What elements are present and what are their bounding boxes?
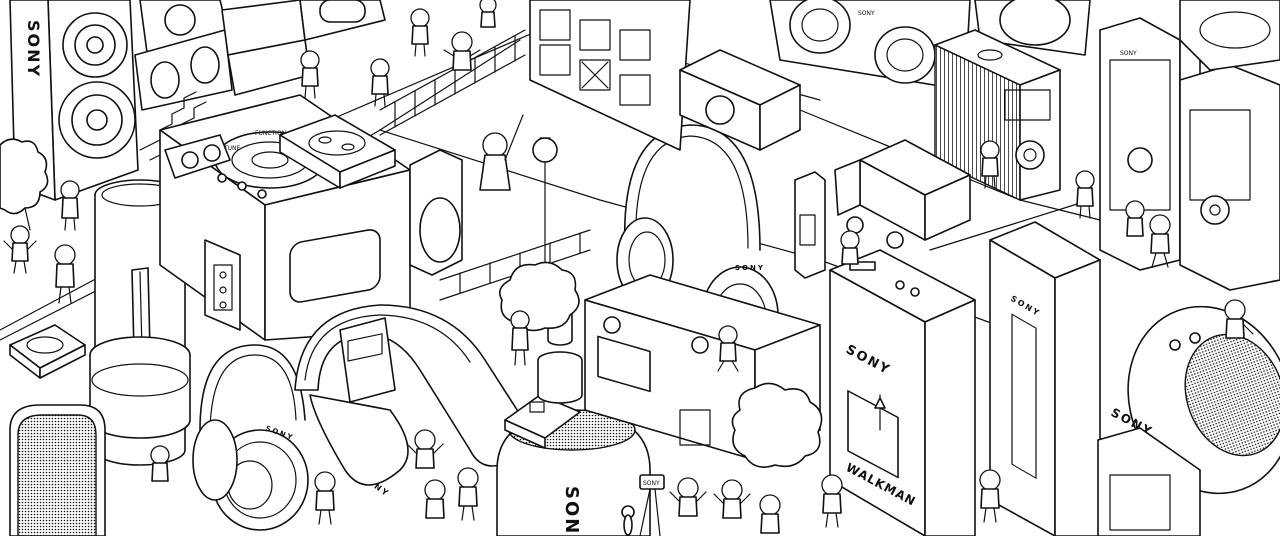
function-label: FUNCTION	[255, 130, 286, 137]
component-speakers-stack	[134, 0, 386, 111]
tree-left	[0, 138, 49, 231]
cassette-player-top	[279, 114, 396, 189]
person-icon	[1075, 170, 1095, 219]
media-player-bottom-right	[1097, 427, 1201, 536]
tune-label: TUNE	[223, 145, 241, 152]
person-icon	[979, 469, 1001, 523]
person-icon	[150, 445, 170, 482]
camera-device	[164, 134, 231, 179]
person-icon	[821, 474, 843, 528]
boombox-top: SONY	[769, 0, 971, 91]
person-icon	[370, 58, 390, 107]
person-icon	[980, 140, 1000, 189]
person-icon	[1224, 299, 1254, 339]
person-icon	[479, 114, 524, 191]
portable-speaker-left	[9, 404, 106, 536]
speaker-top-right	[974, 0, 1091, 56]
stick-player	[794, 171, 826, 279]
person-icon	[457, 467, 479, 521]
tree-bush-center	[731, 382, 823, 468]
walkman-cassette-player: SONY WALKMAN	[829, 249, 976, 536]
poster-wall	[529, 0, 691, 151]
person-icon	[3, 225, 37, 274]
person-icon	[713, 479, 751, 519]
person-icon	[840, 230, 860, 265]
brand-player-right: SONY	[1120, 50, 1137, 57]
digital-player-far-right	[1179, 64, 1280, 291]
person-icon	[1149, 214, 1171, 268]
earbuds: SONY	[621, 474, 665, 536]
cube-speaker-b	[834, 139, 971, 249]
person-icon	[1125, 200, 1145, 237]
person-icon	[406, 429, 444, 469]
brand-speaker-top: SONY	[858, 10, 875, 17]
brand-earbuds: SONY	[643, 480, 660, 487]
person-icon	[424, 479, 446, 519]
turntable-top-right	[1179, 0, 1280, 71]
brand-vertical-left: SONY	[24, 20, 43, 78]
person-icon	[60, 180, 80, 231]
headphones-left: SONY	[192, 344, 309, 531]
person-icon	[300, 50, 320, 99]
cube-speaker-a	[679, 49, 801, 151]
brand-headphones-center: SONY	[735, 264, 765, 272]
brand-bottom-center: SONY	[561, 486, 582, 536]
person-icon	[410, 8, 430, 57]
clock-radio-right	[934, 29, 1061, 202]
people	[3, 0, 1254, 534]
person-icon	[717, 325, 739, 372]
person-icon	[443, 31, 481, 71]
person-icon	[479, 0, 497, 28]
radio-clock-box: FUNCTION TUNE	[159, 94, 411, 341]
round-speaker-right: SONY	[1109, 305, 1280, 495]
person-icon	[759, 494, 781, 534]
cd-player-small	[9, 324, 86, 379]
person-icon	[669, 477, 707, 517]
cd-walkman-stand	[409, 149, 463, 276]
minidisc-player	[504, 394, 581, 449]
pocket-radio	[339, 317, 396, 403]
person-icon	[314, 471, 336, 525]
tall-media-player: SONY	[989, 221, 1101, 536]
person-icon	[510, 310, 530, 366]
person-icon	[54, 244, 76, 304]
